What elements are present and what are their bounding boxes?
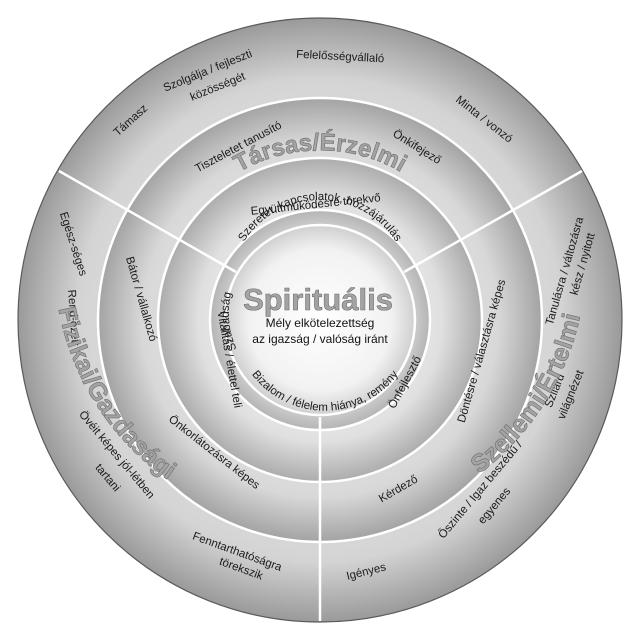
center-line-2: az igazság / valóság iránt bbox=[252, 332, 388, 346]
outer-rendezett: Rend-ezett bbox=[65, 289, 81, 347]
center-circle bbox=[223, 223, 417, 417]
center-title: Spirituális bbox=[243, 282, 393, 317]
divider-right bbox=[403, 169, 583, 274]
outer-felelosseg: Felelősségvállaló bbox=[296, 49, 385, 66]
divider-left bbox=[58, 169, 237, 274]
center-line-1: Mély elkötelezettség bbox=[266, 316, 375, 330]
